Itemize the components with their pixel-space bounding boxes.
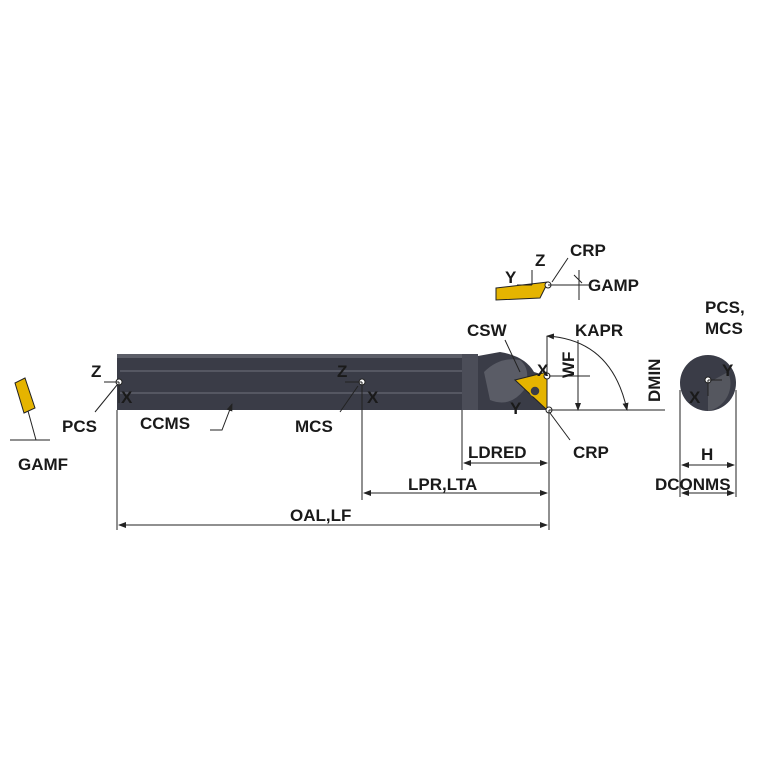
pcs-label-left: PCS: [62, 417, 97, 436]
z-axis-label-top: Z: [535, 251, 545, 270]
gamf-ref-line: [27, 410, 37, 441]
crp-label-bottom: CRP: [573, 443, 609, 462]
mcs-label: MCS: [295, 417, 333, 436]
shank: [117, 352, 547, 410]
shank-neck: [462, 354, 478, 410]
head-annotations: CSW KAPR X Y WF DMIN CRP: [467, 321, 665, 462]
h-label: H: [701, 445, 713, 464]
dimension-lines: LDRED LPR,LTA OAL,LF: [116, 410, 550, 530]
wf-label: WF: [559, 352, 578, 378]
z-axis-label-left: Z: [91, 362, 101, 381]
gamf-insert-shape: [14, 377, 36, 414]
insert-screw-icon: [529, 385, 541, 397]
oal-lf-label: OAL,LF: [290, 506, 351, 525]
gamf-label: GAMF: [18, 455, 68, 474]
chip-pocket: [484, 359, 528, 403]
kapr-arc: [546, 333, 629, 411]
x-axis-label-head: X: [537, 361, 549, 380]
crp-label-top: CRP: [570, 241, 606, 260]
lpr-lta-label: LPR,LTA: [408, 475, 477, 494]
gamf-insert-view: GAMF: [10, 377, 68, 474]
z-axis-label-mid: Z: [337, 362, 347, 381]
y-axis-label-end: Y: [722, 361, 734, 380]
x-axis-label-end: X: [689, 388, 701, 407]
dconms-label: DCONMS: [655, 475, 731, 494]
pcs-mcs-label-line1: PCS,: [705, 298, 745, 317]
kapr-label: KAPR: [575, 321, 623, 340]
ldred-label: LDRED: [468, 443, 527, 462]
y-axis-label-top: Y: [505, 268, 517, 287]
y-axis-label-head: Y: [510, 399, 522, 418]
pcs-mcs-label-line2: MCS: [705, 319, 743, 338]
dmin-label: DMIN: [645, 359, 664, 402]
mcs-mid-axes: Z X MCS: [295, 362, 379, 500]
x-axis-label-left: X: [121, 388, 133, 407]
gamp-insert-view: Y Z CRP GAMP: [495, 241, 639, 301]
pcs-left-axes: Z X PCS: [62, 362, 133, 436]
ccms-label: CCMS: [140, 414, 190, 433]
shank-body: [117, 354, 473, 410]
x-axis-label-mid: X: [367, 388, 379, 407]
end-view: Y X PCS, MCS H DCONMS: [655, 298, 745, 497]
ccms-callout: CCMS: [140, 403, 233, 433]
gamp-insert-shape: [495, 281, 549, 301]
gamp-label: GAMP: [588, 276, 639, 295]
csw-label: CSW: [467, 321, 508, 340]
